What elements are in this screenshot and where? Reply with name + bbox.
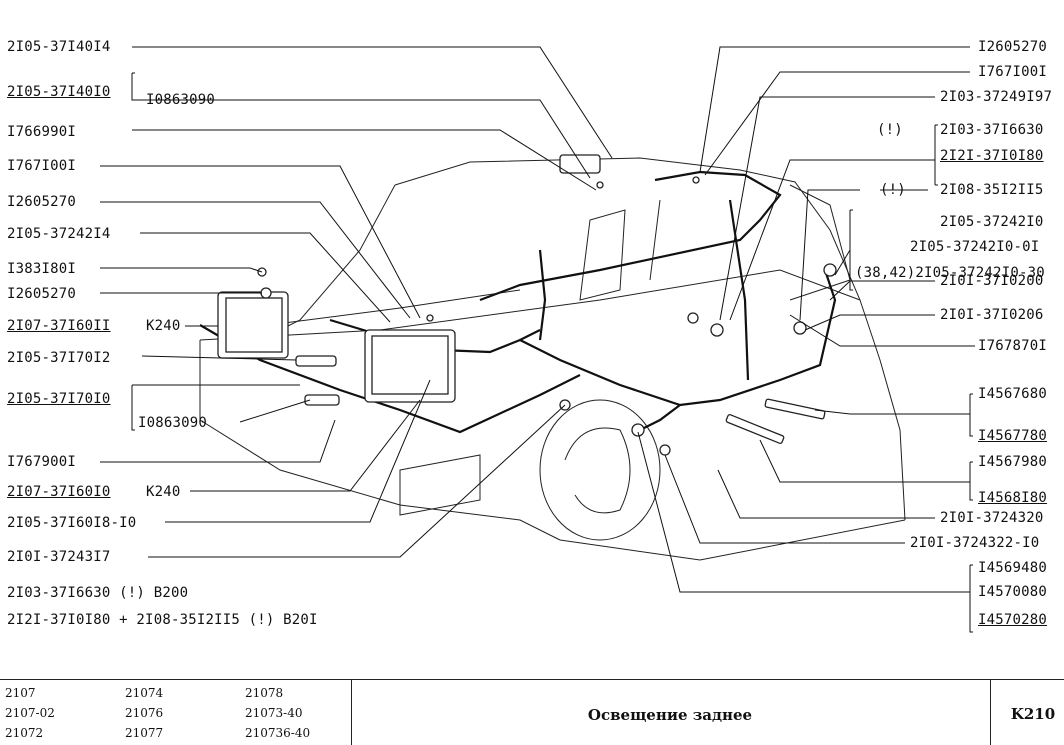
label-2101-3710200: 2I0I-37I0200: [940, 273, 1044, 289]
page-code: K210: [1010, 705, 1056, 723]
label-k240-top: K240: [146, 318, 181, 334]
footer-divider: [990, 680, 991, 745]
license-lamp-2: [304, 394, 340, 406]
car-lower-side: [559, 519, 906, 561]
footer-divider: [351, 680, 352, 745]
car-rear-side: [199, 340, 561, 541]
label-2105-3714010: 2I05-37I40I0: [7, 84, 111, 100]
bolt-2: [260, 287, 272, 299]
label-14567680: I4567680: [978, 386, 1048, 402]
label-2105-3714014: 2I05-37I40I4: [7, 39, 111, 55]
label-12605270-right: I2605270: [978, 39, 1048, 55]
label-17671001-left: I767I00I: [7, 158, 77, 174]
label-k240-bottom: K240: [146, 484, 181, 500]
label-2101-3724320: 2I0I-3724320: [940, 510, 1044, 526]
harness-main: [479, 170, 782, 302]
label-17669901: I766990I: [7, 124, 77, 140]
label-17679001: I767900I: [7, 454, 77, 470]
label-2108-3512115: 2I08-35I2II5: [940, 182, 1044, 198]
bolt-5: [687, 312, 699, 324]
model-cell: 210736-40: [245, 726, 311, 740]
rear-lamp-left-inner: [225, 297, 283, 353]
label-10863090-bottom: I0863090: [138, 415, 208, 431]
license-lamp-1: [295, 355, 337, 367]
label-14569480: I4569480: [978, 560, 1048, 576]
model-cell: 2107: [5, 686, 36, 700]
label-14570280: I4570280: [978, 612, 1048, 628]
bolt-11: [692, 176, 700, 184]
label-17678701: I767870I: [978, 338, 1048, 354]
label-2105-3724210: 2I05-37242I0: [940, 214, 1044, 230]
bolt-12: [823, 263, 837, 277]
model-cell: 21078: [245, 686, 284, 700]
harness-down: [639, 404, 681, 431]
label-14567780: I4567780: [978, 428, 1048, 444]
label-2105-3724214: 2I05-37242I4: [7, 226, 111, 242]
label-2103-3724197: 2I03-37249I97: [940, 89, 1053, 105]
rear-lamp-left: [217, 291, 289, 359]
label-10863090-top: I0863090: [146, 92, 216, 108]
label-2105-3717010: 2I05-37I70I0: [7, 391, 111, 407]
note-b201: 2I2I-37I0I80 + 2I08-35I2II5 (!) B20I: [7, 612, 318, 628]
model-cell: 21076: [125, 706, 164, 720]
harness-trunk: [199, 324, 581, 434]
label-warn-1: (!): [877, 122, 903, 138]
model-cell: 21077: [125, 726, 164, 740]
harness-branch: [538, 249, 547, 341]
bolt-6: [710, 323, 724, 337]
bracket-strip-1: [764, 398, 826, 420]
model-cell: 2107-02: [5, 706, 55, 720]
bolt-8: [659, 444, 671, 456]
harness-lower: [519, 269, 837, 407]
label-2105-3716018-10: 2I05-37I60I8-I0: [7, 515, 137, 531]
page-title: Освещение заднее: [587, 706, 753, 724]
wheel: [564, 427, 631, 514]
label-2101-3724322-10: 2I0I-3724322-I0: [910, 535, 1040, 551]
bolt-3: [426, 314, 434, 322]
label-2101-3724317: 2I0I-37243I7: [7, 549, 111, 565]
model-cell: 21073-40: [245, 706, 303, 720]
rear-lamp-right-inner: [371, 335, 449, 395]
label-14570080: I4570080: [978, 584, 1048, 600]
car-bumper: [399, 454, 481, 516]
label-13831801: I383I80I: [7, 261, 77, 277]
door-window: [789, 184, 851, 301]
label-2101-3710206: 2I0I-37I0206: [940, 307, 1044, 323]
label-12605270-left-top: I2605270: [7, 194, 77, 210]
label-2105-3717012: 2I05-37I70I2: [7, 350, 111, 366]
label-2105-3724210-01: 2I05-37242I0-0I: [910, 239, 1040, 255]
label-2121-3710180: 2I2I-37I0I80: [940, 148, 1044, 164]
footer-title-block: 2107 21074 21078 2107-02 21076 21073-40 …: [0, 679, 1064, 745]
pillar-right: [649, 199, 661, 281]
label-2107-3716010: 2I07-37I60I0: [7, 484, 111, 500]
rear-lamp-right: [364, 329, 456, 403]
model-cell: 21074: [125, 686, 164, 700]
label-14567980: I4567980: [978, 454, 1048, 470]
wheel-arch: [539, 399, 661, 541]
label-2107-3716011: 2I07-37I60II: [7, 318, 111, 334]
label-12605270-left-bottom: I2605270: [7, 286, 77, 302]
label-2105-3724210-30: (38,42)2I05-37242I0-30: [855, 265, 1045, 281]
car-trunk-outline: [199, 269, 861, 341]
note-b200: 2I03-37I6630 (!) B200: [7, 585, 189, 601]
label-14568180: I4568I80: [978, 490, 1048, 506]
bolt-10: [596, 181, 604, 189]
dome-light: [559, 154, 601, 174]
label-17671001-right: I767I00I: [978, 64, 1048, 80]
pillar-left: [579, 209, 626, 301]
car-roof-outline: [394, 157, 906, 521]
bolt-7: [793, 321, 807, 335]
harness-vertical: [728, 199, 750, 381]
model-cell: 21072: [5, 726, 44, 740]
bolt-9: [631, 423, 645, 437]
label-2103-3716630: 2I03-37I6630: [940, 122, 1044, 138]
label-warn-2: (!): [880, 182, 906, 198]
bracket-strip-2: [725, 414, 785, 444]
